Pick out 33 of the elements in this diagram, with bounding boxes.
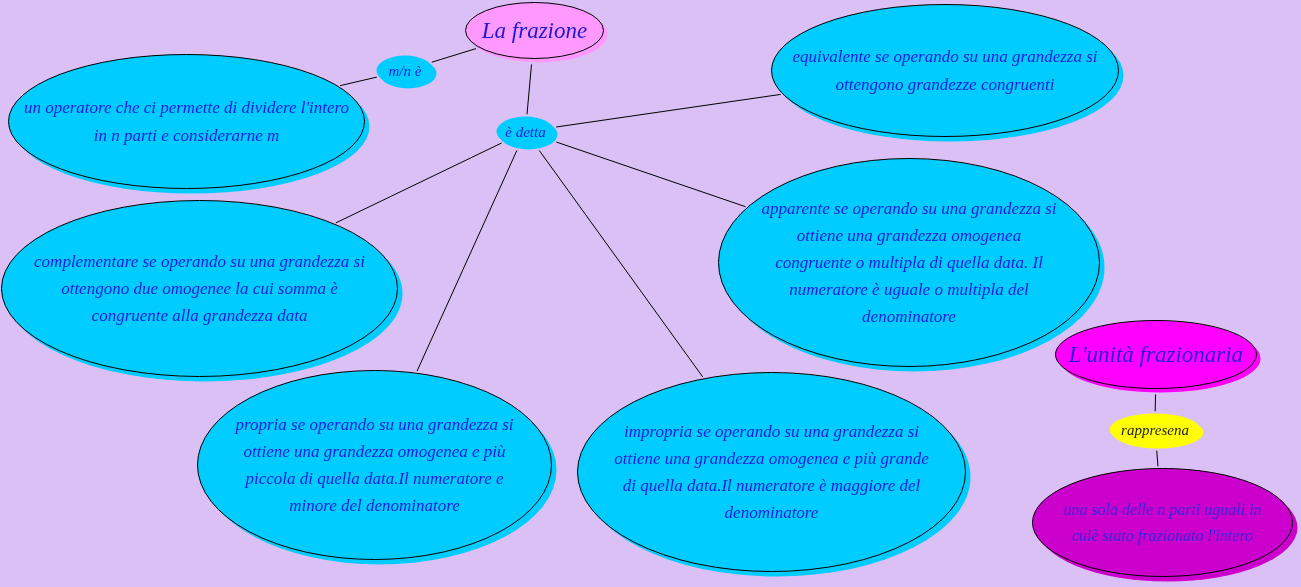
- connector-line: [538, 150, 704, 378]
- concept-text: un operatore che ci permette di dividere l'intero in n parti e considerarne m: [22, 97, 351, 147]
- concept-text: equivalente se operando su una grandezza si ottengono grandezze congruenti: [791, 46, 1099, 96]
- connector-line: [416, 149, 518, 372]
- linking-phrase-ellipse: [1109, 413, 1204, 449]
- concept-ellipse: [8, 54, 370, 194]
- concept-title: L'unità frazionaria: [1068, 340, 1244, 369]
- connector-line: [335, 142, 503, 224]
- linking-phrase-ellipse: [376, 55, 437, 89]
- concept-text: una sola delle n parti uguali in cuiè stato frazionato l'intero: [1062, 499, 1263, 547]
- linking-phrase: rappresena: [1121, 420, 1189, 439]
- concept-text: impropria se operando su una grandezza si ottiene una grandezza omogenea e più grande di quella data.Il numeratore è maggiore del denominatore: [613, 420, 930, 525]
- concept-ellipse: [771, 4, 1124, 142]
- connector-line: [555, 141, 746, 208]
- connector-line: [555, 93, 782, 128]
- connector-line: [339, 76, 378, 87]
- linking-phrase: m/n è: [388, 61, 422, 80]
- connector-line: [1154, 394, 1156, 412]
- concept-title: La frazione: [481, 16, 588, 45]
- title-ellipse: [465, 2, 608, 63]
- concept-ellipse: [197, 370, 557, 565]
- concept-text: apparente se operando su una grandezza si ottiene una grandezza omogenea congruente o multipla di quella data. Il numeratore è uguale o multipla del denominatore: [760, 197, 1058, 329]
- concept-ellipse: [1032, 468, 1298, 582]
- linking-phrase-ellipse: [496, 116, 558, 150]
- connector-line: [526, 63, 532, 115]
- linking-phrase: è detta: [505, 122, 546, 141]
- connector-line: [431, 48, 477, 63]
- concept-ellipse: [1, 200, 403, 382]
- concept-text: propria se operando su una grandezza si ottiene una grandezza omogenea e più piccola di quella data.Il numeratore e minore del denominatore: [233, 413, 515, 518]
- connector-line: [1156, 450, 1159, 467]
- concept-text: complementare se operando su una grandezza si ottengono due omogenee la cui somma è congruente alla grandezza data: [33, 250, 366, 328]
- concept-ellipse: [577, 372, 971, 577]
- title-ellipse: [1055, 320, 1261, 393]
